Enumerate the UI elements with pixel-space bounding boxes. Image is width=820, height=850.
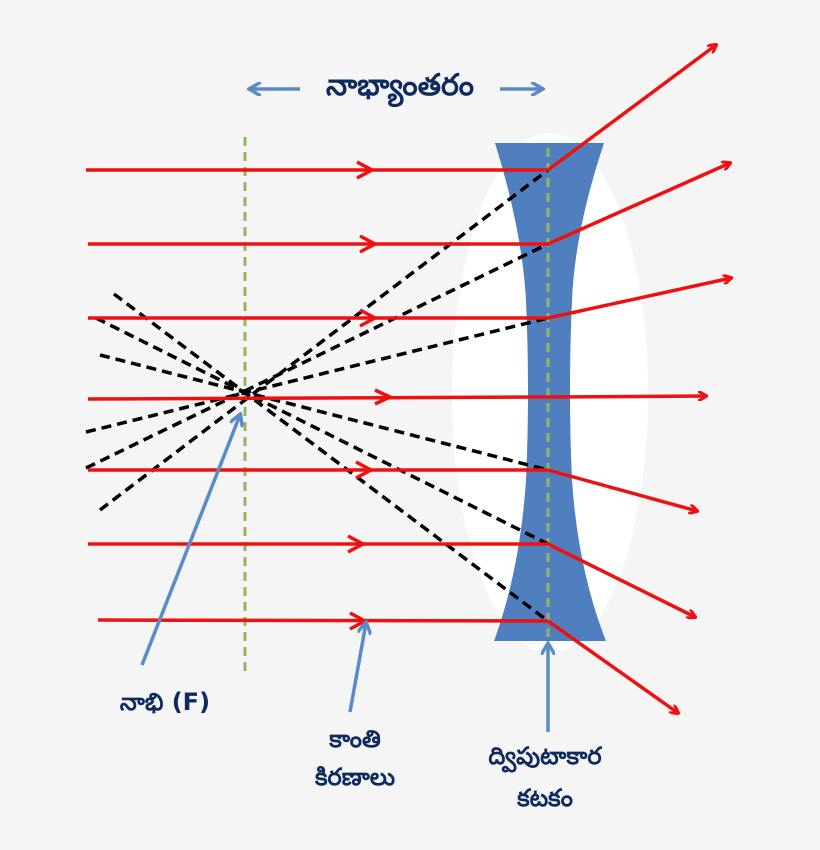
focus-pointer-arrow xyxy=(140,415,240,666)
light-rays-label-line1: కాంతి xyxy=(329,725,381,753)
incident-rays xyxy=(86,168,549,623)
focus-label: నాభి (F) xyxy=(119,688,211,716)
light-rays-label-line2: కిరణాలు xyxy=(314,763,396,791)
light-rays-label: కాంతి కిరణాలు xyxy=(285,720,425,796)
refracted-rays xyxy=(546,45,731,713)
focal-length-label: నాభ్యాంతరం xyxy=(326,68,474,103)
lens-label-line1: ద్విపుటాకార xyxy=(488,742,602,770)
lens-label: ద్విపుటాకార కటకం xyxy=(430,735,660,819)
concave-lens xyxy=(494,143,606,641)
lens-label-line2: కటకం xyxy=(517,784,573,812)
ray-direction-arrows xyxy=(347,160,395,631)
virtual-rays xyxy=(85,168,550,623)
rays-pointer-arrow xyxy=(348,623,366,713)
